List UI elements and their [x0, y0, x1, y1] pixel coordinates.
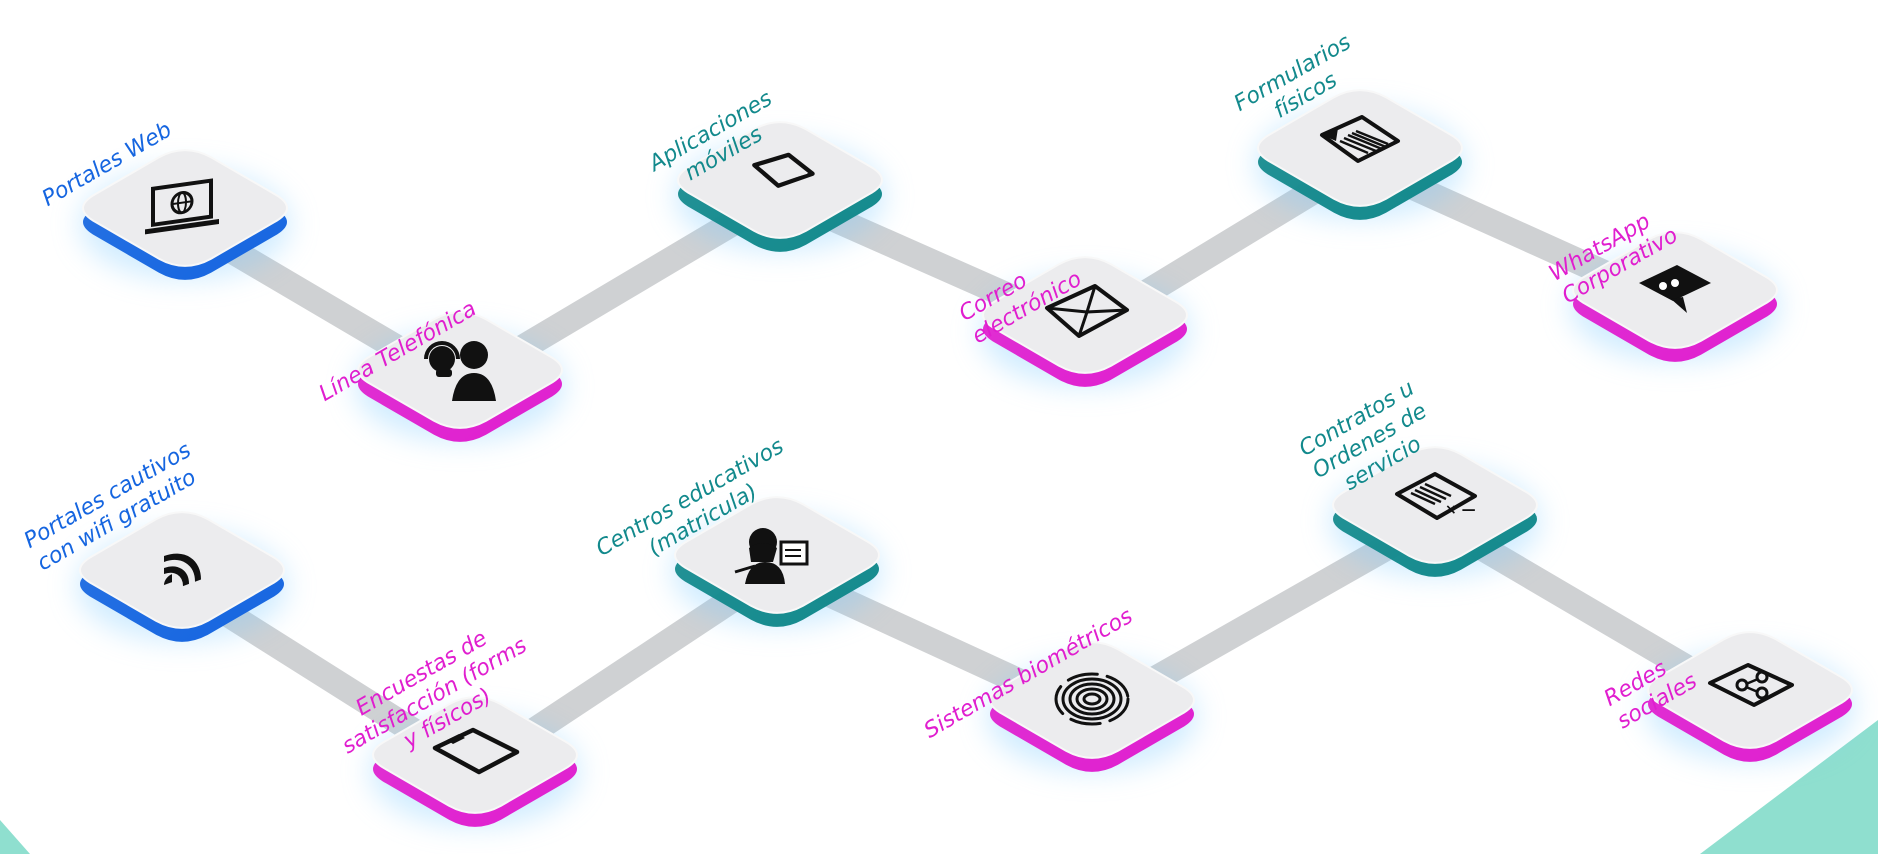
tablet-icon	[732, 148, 828, 212]
contract-icon: × —	[1387, 468, 1483, 542]
node-aplicaciones-moviles	[665, 115, 895, 265]
corner-decoration-left	[0, 820, 30, 854]
node-whatsapp-corporativo	[1560, 225, 1790, 375]
node-contratos: × —	[1320, 440, 1550, 590]
corner-decoration-right	[1700, 720, 1878, 854]
node-correo-electronico	[970, 250, 1200, 400]
svg-text:× —: × —	[1445, 502, 1476, 518]
node-centros-educativos	[662, 490, 892, 640]
student-icon	[729, 518, 825, 592]
envelope-icon	[1037, 278, 1133, 352]
chat-bubble-icon	[1627, 253, 1723, 327]
laptop-globe-icon	[137, 171, 233, 245]
wifi-icon	[134, 533, 230, 607]
node-linea-telefonica	[345, 305, 575, 455]
tile-top	[989, 641, 1195, 759]
tile-top	[357, 311, 563, 429]
node-formularios-fisicos	[1245, 83, 1475, 233]
tile-top	[372, 696, 578, 814]
node-portales-cautivos	[67, 505, 297, 655]
node-encuestas	[360, 690, 590, 840]
call-center-agent-icon	[412, 333, 508, 407]
clipboard-icon	[427, 718, 523, 792]
node-redes-sociales	[1635, 625, 1865, 775]
fingerprint-icon	[1044, 663, 1140, 737]
node-sistemas-biometricos	[977, 635, 1207, 785]
tile-top	[1332, 446, 1538, 564]
node-portales-web	[70, 143, 300, 293]
social-network-icon	[1702, 653, 1798, 727]
document-form-icon	[1312, 111, 1408, 185]
tile-top	[1257, 89, 1463, 207]
tile-top	[674, 496, 880, 614]
